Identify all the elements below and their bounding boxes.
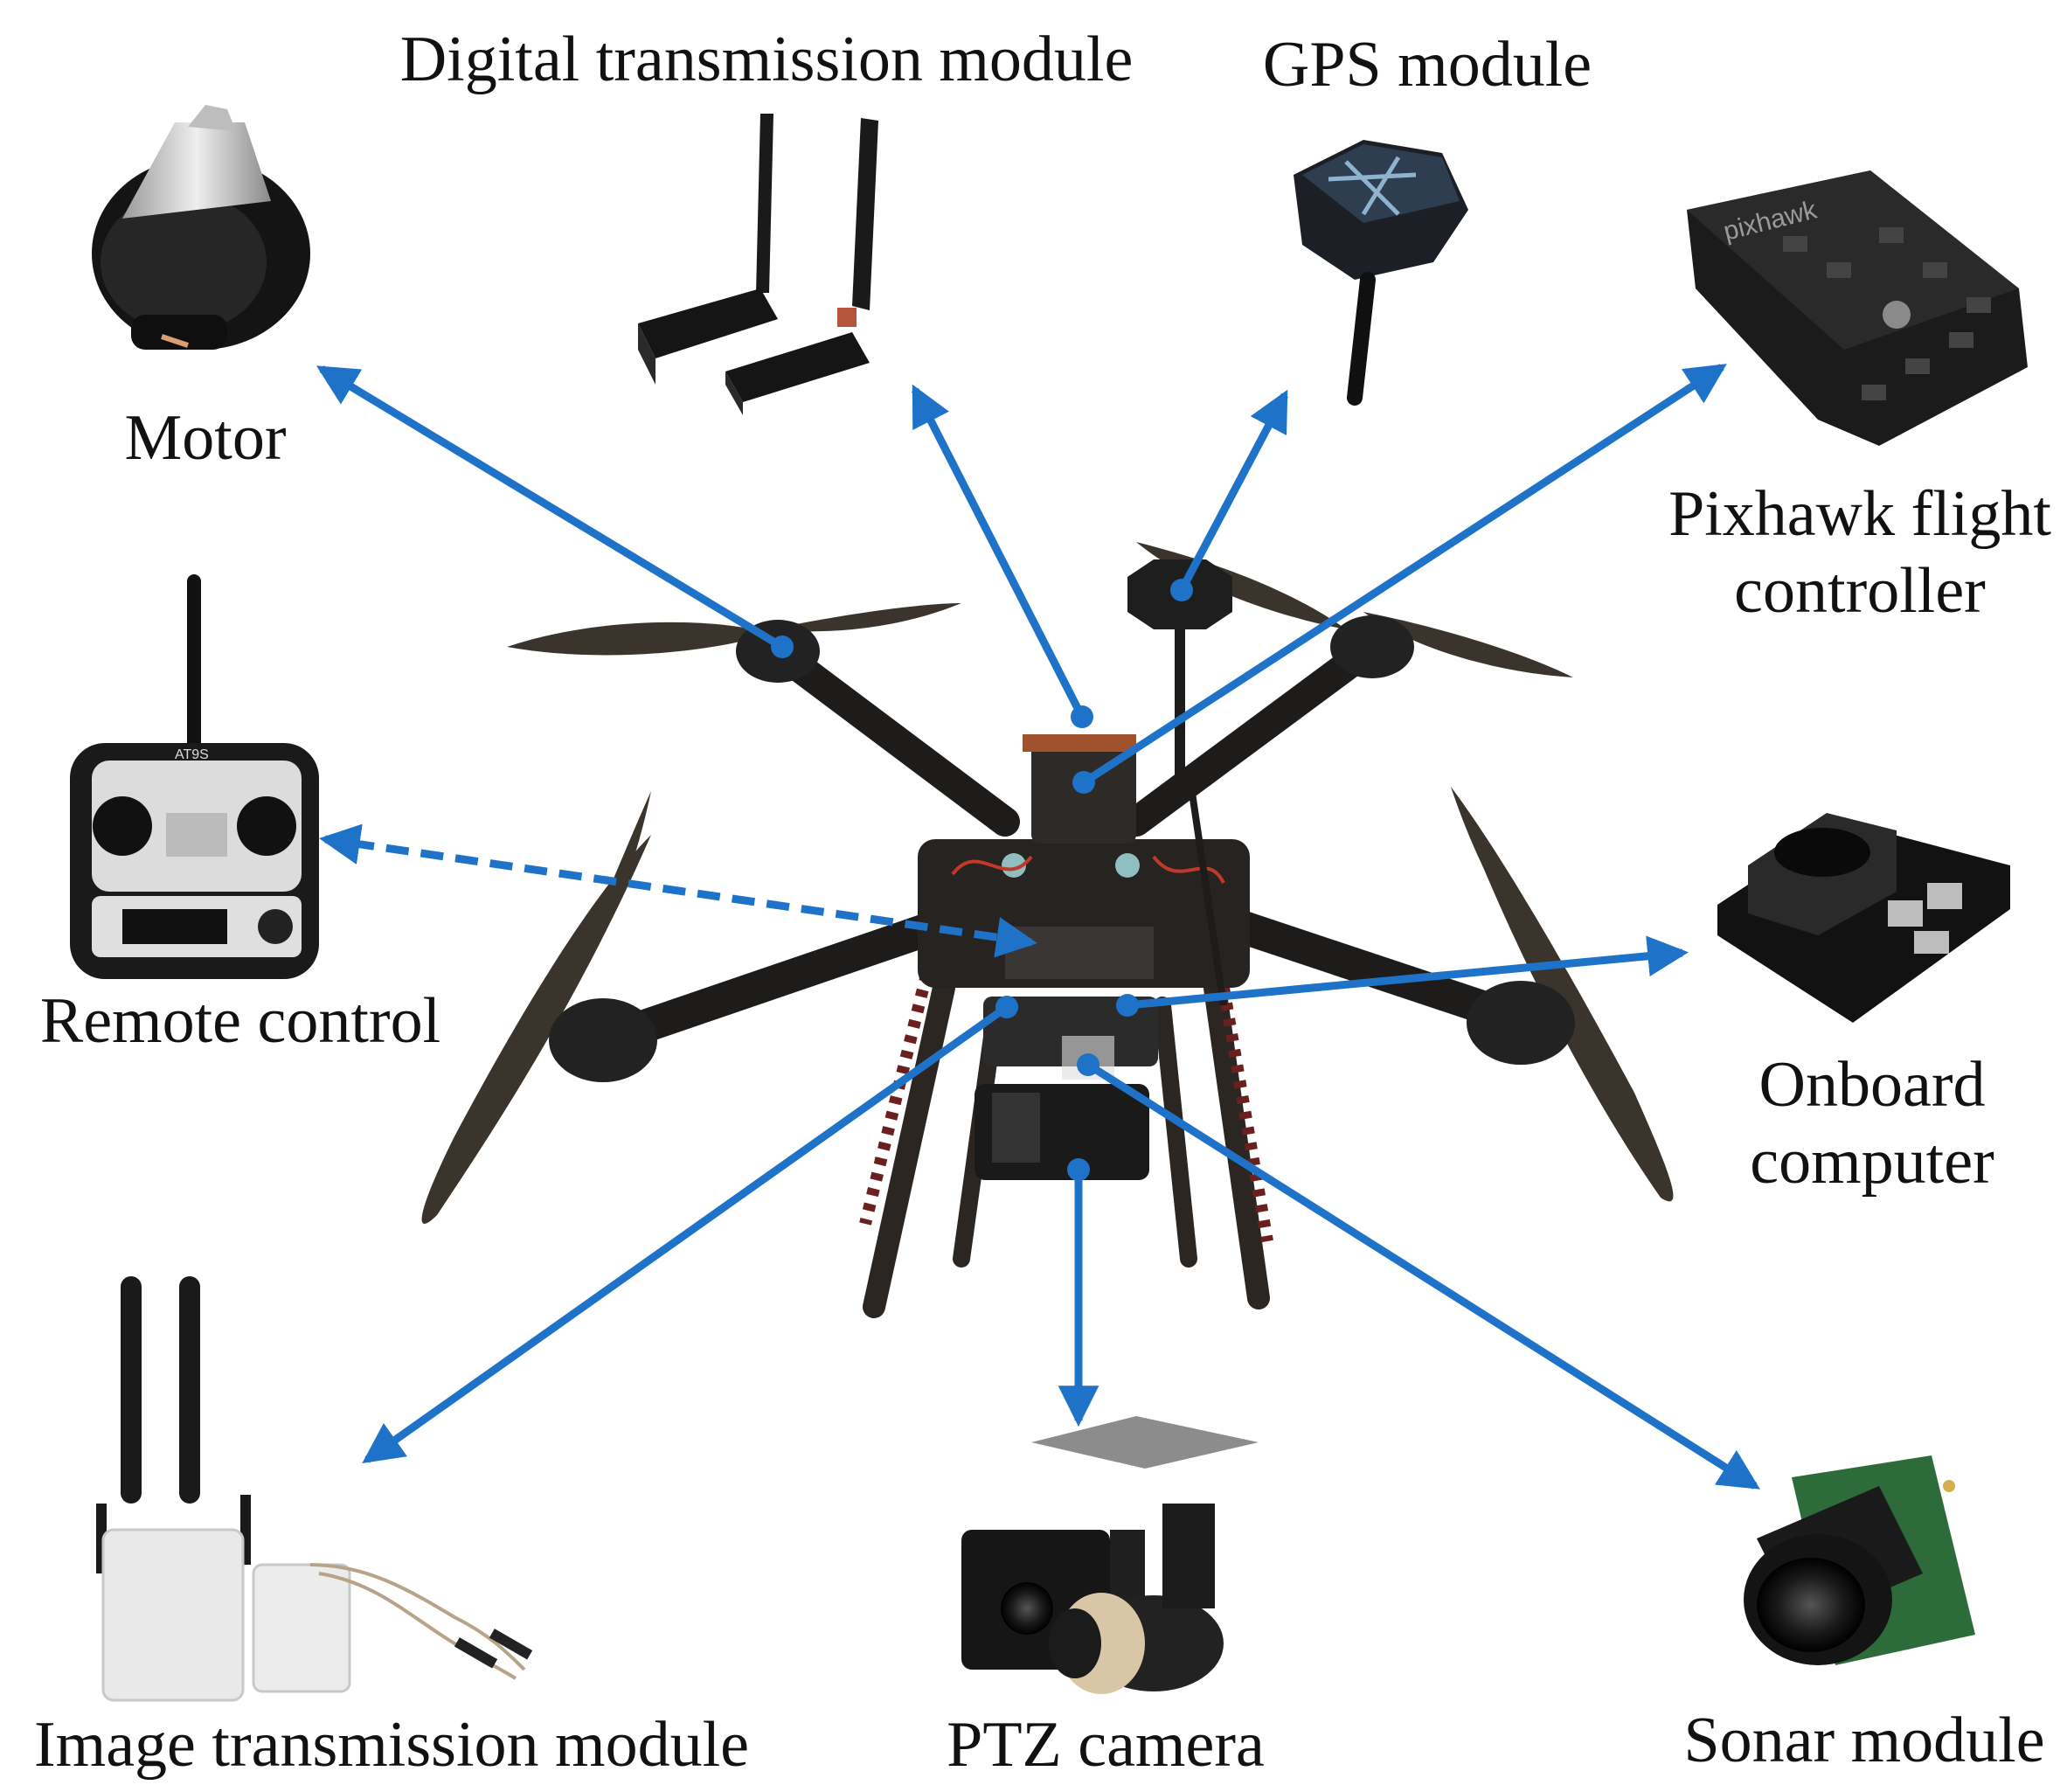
pixhawk-image: pixhawk bbox=[1687, 170, 2028, 446]
remote-device-text: AT9S bbox=[175, 747, 209, 762]
ptz-camera-image bbox=[961, 1416, 1259, 1694]
drone-body bbox=[918, 559, 1250, 1180]
arrow-to-motor bbox=[316, 365, 785, 650]
arrow-to-sonar bbox=[1086, 1061, 1760, 1490]
image-transmission-module-image bbox=[96, 1276, 533, 1702]
label-ptz-camera: PTZ camera bbox=[947, 1709, 1265, 1781]
label-remote-control: Remote control bbox=[39, 985, 441, 1057]
arrow-to-remote-control bbox=[319, 823, 1037, 958]
connection-arrows bbox=[316, 364, 1760, 1490]
sonar-module-image bbox=[1744, 1455, 1975, 1665]
label-motor: Motor bbox=[124, 402, 287, 474]
label-image-transmission-module: Image transmission module bbox=[34, 1709, 749, 1781]
label-onboard-line1: Onboard bbox=[1758, 1049, 1986, 1121]
remote-control-image: AT9S bbox=[70, 574, 319, 979]
label-pixhawk-line1: Pixhawk flight bbox=[1668, 478, 2051, 550]
label-onboard-line2: computer bbox=[1750, 1126, 1994, 1198]
arrow-to-pixhawk bbox=[1081, 364, 1727, 786]
arrow-to-digital-transmission bbox=[911, 384, 1086, 719]
label-sonar-module: Sonar module bbox=[1683, 1705, 2045, 1776]
label-digital-transmission-module: Digital transmission module bbox=[399, 24, 1134, 95]
arrow-to-onboard-computer bbox=[1127, 935, 1689, 1010]
label-pixhawk-line2: controller bbox=[1734, 555, 1986, 627]
arrow-to-image-transmission bbox=[362, 1004, 1009, 1464]
label-gps-module: GPS module bbox=[1262, 29, 1592, 101]
digital-transmission-module-image bbox=[638, 114, 878, 415]
onboard-computer-image bbox=[1717, 813, 2010, 1023]
connection-points bbox=[771, 579, 1193, 1181]
gps-module-image bbox=[1294, 140, 1468, 406]
arrow-to-gps bbox=[1178, 389, 1288, 593]
motor-image bbox=[92, 105, 310, 350]
